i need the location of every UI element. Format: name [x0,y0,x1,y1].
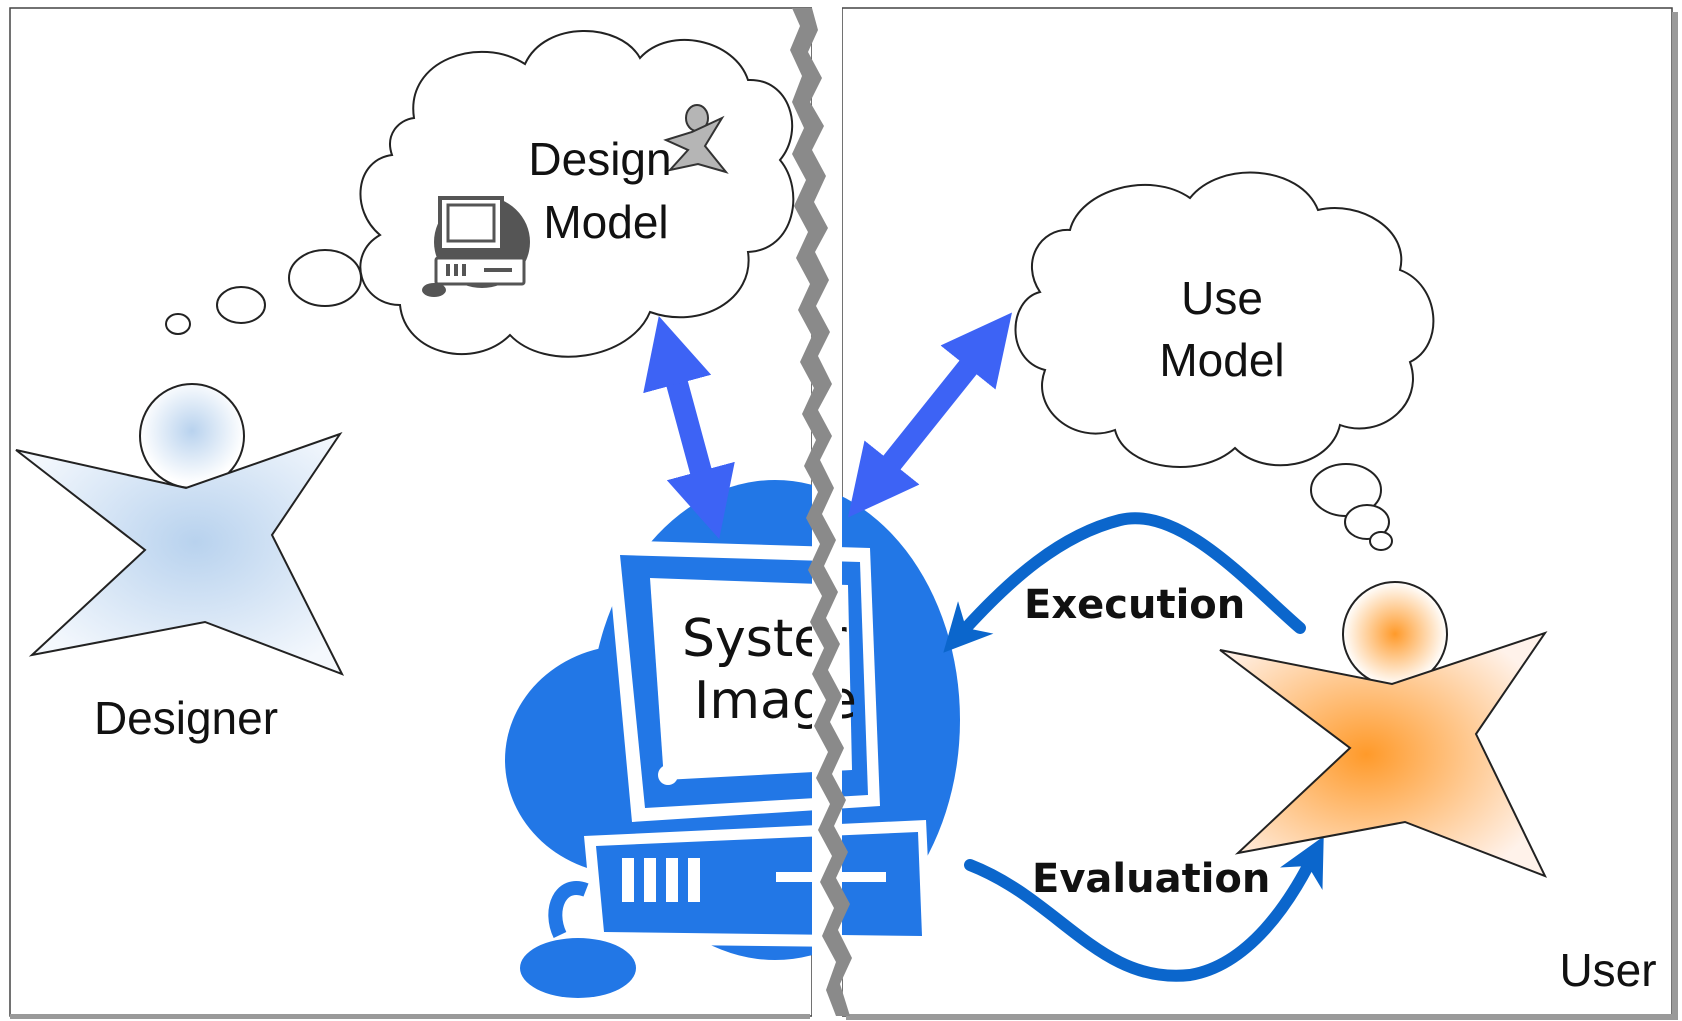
user-label: User [1559,944,1656,996]
designer-figure-icon [15,383,345,676]
design-model-link-arrow [643,316,735,539]
small-person-icon [663,104,729,174]
use-model-line1: Use [1181,272,1263,324]
evaluation-label: Evaluation [1032,856,1270,902]
use-model-cloud [1014,171,1435,468]
torn-edge [790,0,852,1021]
designer-label: Designer [94,692,278,744]
use-model-line2: Model [1159,334,1284,386]
designer-thought-dots [165,249,362,335]
user-thought-dots [1310,463,1393,551]
use-model-link-arrow [848,312,1012,518]
design-model-line1: Design [528,133,671,185]
execution-arrow [943,512,1306,653]
evaluation-arrow [964,836,1324,982]
design-model-line2: Model [543,196,668,248]
user-figure-icon [1219,581,1548,878]
execution-label: Execution [1024,582,1245,628]
small-computer-icon [422,196,530,297]
